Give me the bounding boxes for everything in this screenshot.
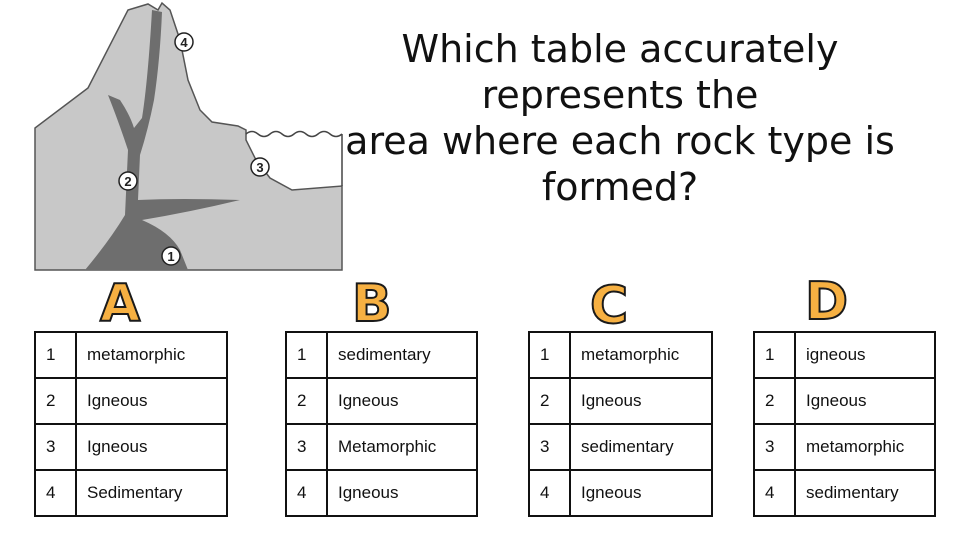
rock-type: metamorphic [75,331,228,379]
row-number: 1 [528,331,571,379]
rock-type: sedimentary [794,469,936,517]
marker-1: 1 [161,246,181,266]
row-number: 3 [528,423,571,471]
row-number: 3 [34,423,77,471]
magma-intrusion [85,10,240,270]
rock-type: igneous [794,331,936,379]
rock-type: Igneous [75,377,228,425]
marker-2-label: 2 [124,174,131,189]
rock-type: sedimentary [569,423,713,471]
rock-type: Igneous [326,469,478,517]
row-number: 4 [34,469,77,517]
option-a-letter[interactable]: A [99,274,141,334]
row-number: 4 [528,469,571,517]
row-number: 4 [285,469,328,517]
row-number: 1 [34,331,77,379]
rock-type: sedimentary [326,331,478,379]
rock-cross-section-diagram: 1 2 3 4 [34,1,343,271]
water-waves [245,130,343,138]
option-c-letter[interactable]: C [589,276,629,336]
rock-type: Sedimentary [75,469,228,517]
marker-3-label: 3 [256,160,263,175]
rock-type: Igneous [326,377,478,425]
rock-type: Igneous [569,377,713,425]
marker-3: 3 [250,157,270,177]
rock-type: Metamorphic [326,423,478,471]
option-b-letter[interactable]: B [351,274,393,334]
row-number: 1 [753,331,796,379]
marker-4: 4 [174,32,194,52]
marker-4-label: 4 [180,35,188,50]
rock-type: Igneous [794,377,936,425]
rock-type: metamorphic [569,331,713,379]
marker-2: 2 [118,171,138,191]
rock-type: Igneous [569,469,713,517]
row-number: 2 [753,377,796,425]
question-line-2: area where each rock type is formed? [345,119,895,209]
row-number: 2 [528,377,571,425]
row-number: 4 [753,469,796,517]
marker-1-label: 1 [167,249,174,264]
rock-type: metamorphic [794,423,936,471]
row-number: 3 [753,423,796,471]
question-line-1: Which table accurately represents the [401,27,839,117]
row-number: 3 [285,423,328,471]
rock-type: Igneous [75,423,228,471]
row-number: 1 [285,331,328,379]
option-d-letter[interactable]: D [804,272,849,332]
row-number: 2 [34,377,77,425]
rock-body [34,1,343,271]
question-text: Which table accurately represents the ar… [300,26,940,210]
row-number: 2 [285,377,328,425]
